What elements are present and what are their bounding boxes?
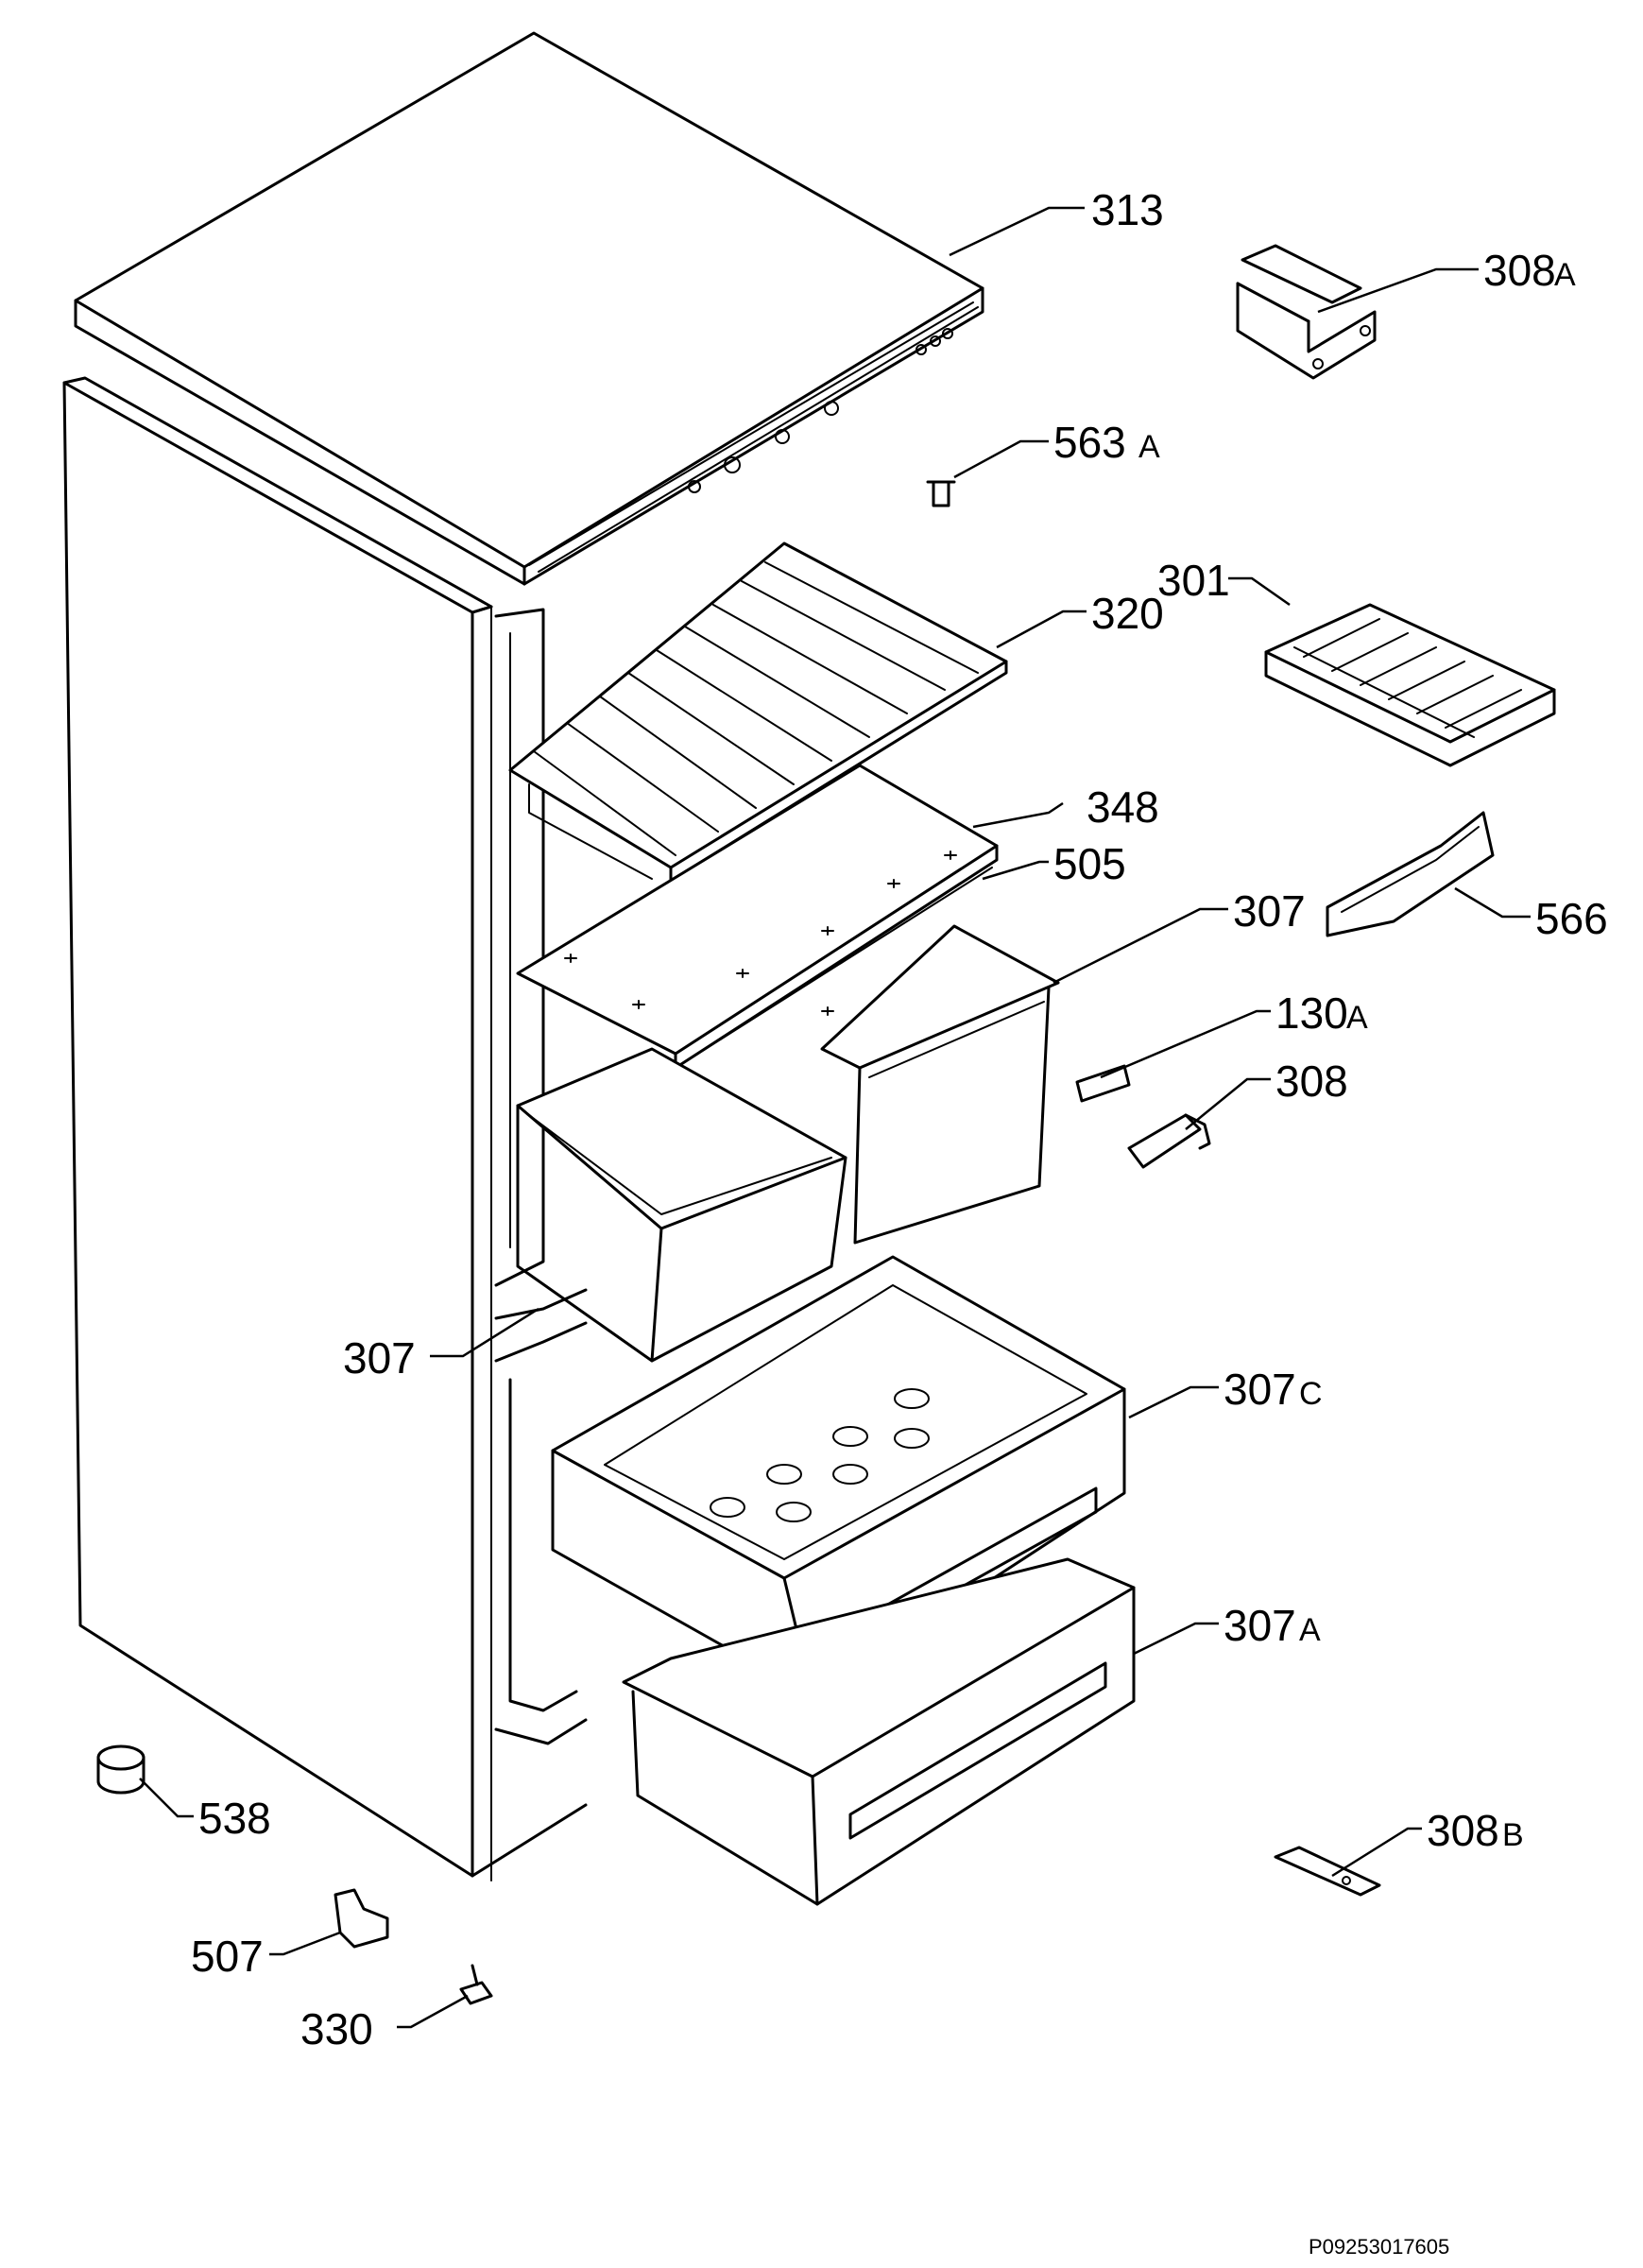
bracket-308A: [1236, 244, 1377, 380]
callout-563A: 563: [1053, 418, 1126, 467]
callout-538: 538: [198, 1794, 271, 1843]
callout-308B-suffix: B: [1502, 1817, 1524, 1853]
clip-507: [334, 1888, 389, 1949]
callout-labels: 313 308 A 563 A 301 320 348 505 307 566 …: [191, 185, 1608, 2259]
freezer-drawer-left-307: [516, 1047, 847, 1363]
callout-507: 507: [191, 1932, 264, 1981]
screw-330: [459, 1964, 493, 2005]
glass-shelf-348: [516, 764, 999, 1070]
callout-307A-suffix: A: [1299, 1612, 1321, 1648]
hinge-308B: [1274, 1846, 1381, 1897]
callout-308A-suffix: A: [1554, 257, 1576, 293]
callout-308B: 308: [1427, 1806, 1499, 1855]
ice-tray-301: [1264, 603, 1556, 767]
top-cover-313: [74, 31, 984, 586]
callout-130A-suffix: A: [1346, 1000, 1368, 1036]
callout-308A: 308: [1483, 246, 1556, 295]
crisper-bin-307C: [551, 1255, 1126, 1698]
callout-307C-suffix: C: [1299, 1376, 1323, 1412]
callout-307A: 307: [1224, 1601, 1296, 1650]
callout-563A-suffix: A: [1138, 429, 1160, 465]
leader-lines: [139, 206, 1531, 2029]
callout-307-left: 307: [343, 1333, 416, 1383]
document-id: P09253017605: [1309, 2235, 1449, 2259]
freezer-drawer-right-307: [820, 924, 1060, 1245]
callout-307C: 307: [1224, 1365, 1296, 1414]
callout-308: 308: [1275, 1057, 1348, 1106]
callout-301: 301: [1157, 556, 1230, 605]
callout-130A: 130: [1275, 988, 1348, 1038]
hinge-cover-130A: [1075, 1064, 1131, 1103]
callout-313: 313: [1091, 185, 1164, 234]
foot-538: [96, 1744, 145, 1795]
callout-505: 505: [1053, 839, 1126, 888]
hinge-308: [1127, 1113, 1211, 1169]
callout-566: 566: [1535, 894, 1608, 943]
screw-563A: [926, 480, 956, 507]
callout-320: 320: [1091, 589, 1164, 638]
cabinet-body: [62, 376, 588, 1881]
crisper-bin-307A: [622, 1557, 1136, 1906]
scraper-566: [1326, 811, 1495, 937]
callout-348: 348: [1087, 782, 1159, 832]
callout-307-top: 307: [1233, 886, 1306, 936]
callout-330: 330: [300, 2004, 373, 2053]
wire-shelf-320: [508, 541, 1008, 883]
